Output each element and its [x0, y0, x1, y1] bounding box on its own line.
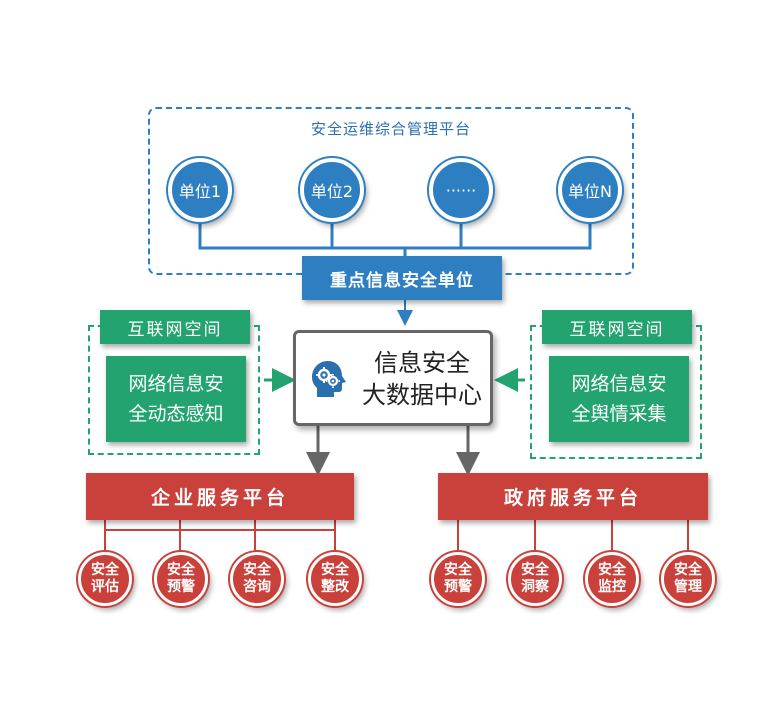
key-unit-bar[interactable]: 重点信息安全单位: [302, 256, 502, 300]
government-service-1-label: 安全洞察: [521, 562, 549, 595]
unit-n-label: 单位N: [568, 182, 612, 201]
government-service-3[interactable]: 安全管理: [661, 552, 715, 606]
government-service-0-label: 安全预警: [444, 562, 472, 595]
head-gears-icon: [308, 357, 352, 401]
left-panel-label[interactable]: 互联网空间: [100, 310, 250, 344]
enterprise-service-0-label: 安全评估: [91, 562, 119, 595]
government-service-2-label: 安全监控: [598, 562, 626, 595]
center-line2: 大数据中心: [362, 381, 482, 409]
government-service-1[interactable]: 安全洞察: [508, 552, 562, 606]
left-panel-line2: 全动态感知: [128, 403, 224, 425]
enterprise-service-2-label: 安全咨询: [243, 562, 271, 595]
unit-ellipsis-node[interactable]: ······: [429, 158, 493, 222]
center-line1: 信息安全: [374, 349, 470, 377]
unit-2-node[interactable]: 单位2: [300, 158, 364, 222]
right-panel-label[interactable]: 互联网空间: [542, 310, 692, 344]
enterprise-service-1-label: 安全预警: [167, 562, 195, 595]
enterprise-service-3[interactable]: 安全整改: [308, 552, 362, 606]
unit-2-label: 单位2: [310, 182, 354, 201]
left-panel-line1: 网络信息安: [128, 373, 224, 395]
right-panel-box[interactable]: 网络信息安 全舆情采集: [549, 356, 689, 442]
right-panel-line2: 全舆情采集: [571, 403, 667, 425]
unit-ellipsis-label: ······: [445, 180, 477, 200]
enterprise-service-2[interactable]: 安全咨询: [230, 552, 284, 606]
government-service-0[interactable]: 安全预警: [431, 552, 485, 606]
government-tree-line: [457, 520, 689, 552]
center-title: 信息安全 大数据中心: [354, 347, 490, 411]
unit-1-node[interactable]: 单位1: [168, 158, 232, 222]
government-platform-bar[interactable]: 政府服务平台: [438, 473, 708, 520]
enterprise-tree-line: [104, 520, 336, 552]
enterprise-service-0[interactable]: 安全评估: [78, 552, 132, 606]
enterprise-service-1[interactable]: 安全预警: [154, 552, 208, 606]
big-data-center-box[interactable]: 信息安全 大数据中心: [293, 330, 493, 426]
left-panel-box[interactable]: 网络信息安 全动态感知: [106, 356, 246, 442]
government-service-3-label: 安全管理: [674, 562, 702, 595]
government-service-2[interactable]: 安全监控: [585, 552, 639, 606]
top-platform-title: 安全运维综合管理平台: [310, 120, 471, 138]
enterprise-service-3-label: 安全整改: [321, 562, 349, 595]
unit-n-node[interactable]: 单位N: [558, 158, 622, 222]
enterprise-platform-bar[interactable]: 企业服务平台: [86, 473, 354, 520]
unit-bus-line: [198, 212, 592, 250]
unit-1-label: 单位1: [178, 182, 222, 201]
right-panel-line1: 网络信息安: [571, 373, 667, 395]
